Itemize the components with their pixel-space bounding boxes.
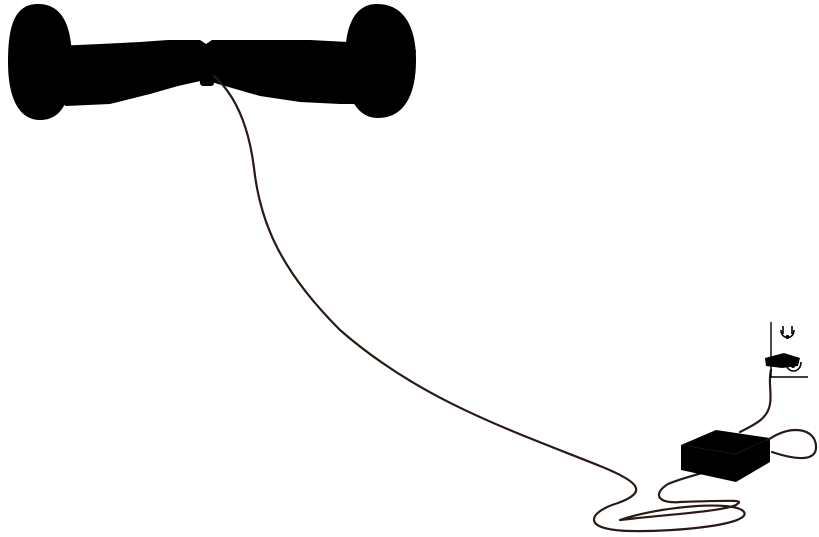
wall-outlet [771,322,808,378]
wall-plug [765,353,800,368]
board-deck [56,40,416,106]
upper-socket [781,326,794,338]
charging-cable [214,76,745,531]
center-hinge [200,62,214,86]
hoverboard [8,4,416,120]
